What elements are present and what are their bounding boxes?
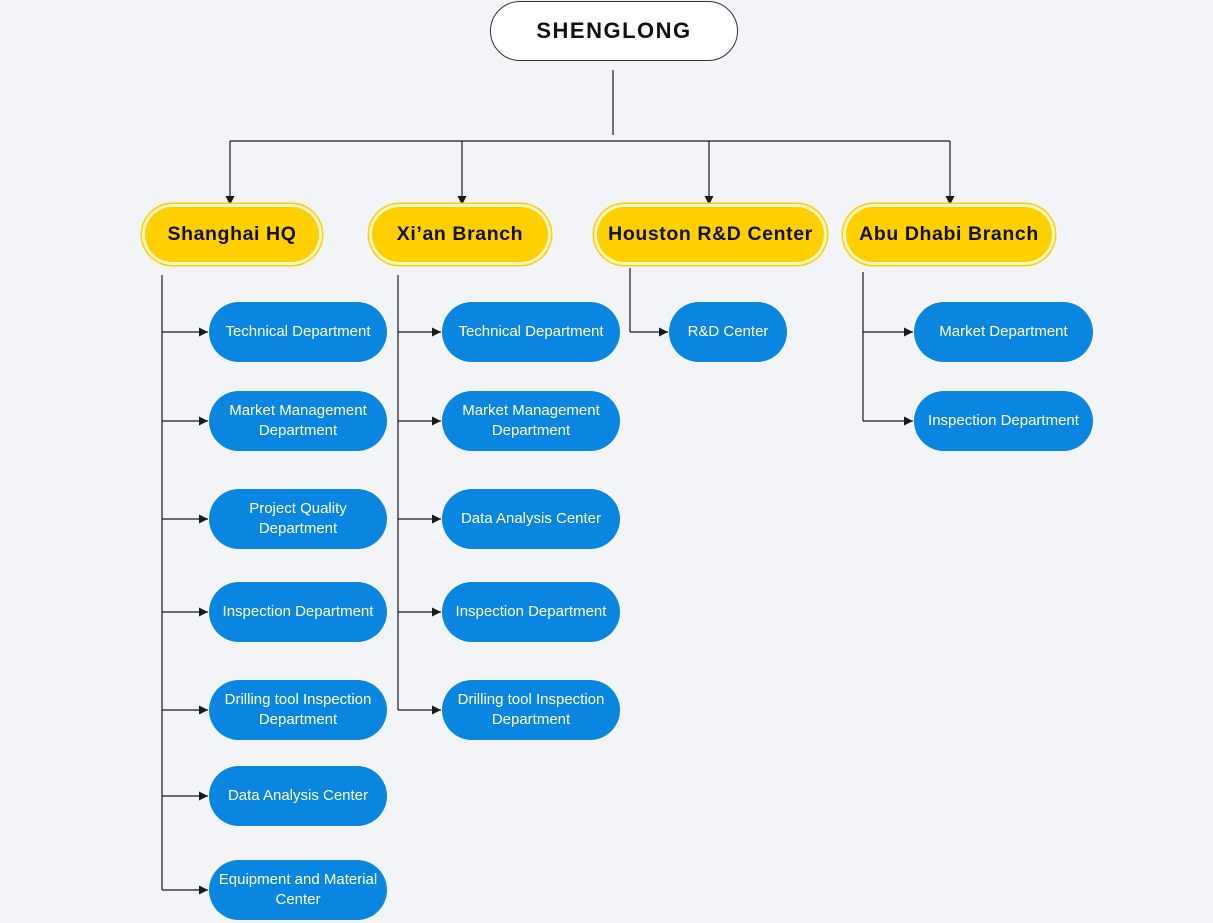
branch-label: Abu Dhabi Branch xyxy=(859,223,1039,245)
department-label: Drilling tool Inspection Department xyxy=(224,691,372,728)
branch-node: Abu Dhabi Branch xyxy=(846,207,1052,262)
department-node: Inspection Department xyxy=(442,582,620,642)
department-label: Market Management Department xyxy=(229,402,367,439)
branch-label: Xi’an Branch xyxy=(396,223,524,245)
department-node: Data Analysis Center xyxy=(442,489,620,549)
department-node: Market Management Department xyxy=(209,391,387,451)
department-node: Market Department xyxy=(914,302,1093,362)
department-label: Technical Department xyxy=(225,323,371,340)
root-label: SHENGLONG xyxy=(536,18,692,43)
department-label: Drilling tool Inspection Department xyxy=(457,691,605,728)
department-node: Project Quality Department xyxy=(209,489,387,549)
department-label: Inspection Department xyxy=(455,603,607,620)
branch-node: Xi’an Branch xyxy=(372,207,548,262)
department-label: Market Management Department xyxy=(462,402,600,439)
department-node: Equipment and Material Center xyxy=(209,860,387,920)
branch-node: Shanghai HQ xyxy=(145,207,319,262)
department-label: Project Quality Department xyxy=(249,500,347,537)
department-label: Data Analysis Center xyxy=(460,510,602,527)
department-label: Inspection Department xyxy=(928,412,1079,429)
department-label: Inspection Department xyxy=(222,603,374,620)
department-node: Technical Department xyxy=(209,302,387,362)
department-label: Market Department xyxy=(939,323,1068,340)
department-node: Inspection Department xyxy=(914,391,1093,451)
department-node: Market Management Department xyxy=(442,391,620,451)
department-node: Inspection Department xyxy=(209,582,387,642)
root-node: SHENGLONG xyxy=(490,1,738,61)
department-label: R&D Center xyxy=(687,323,769,340)
department-node: Drilling tool Inspection Department xyxy=(442,680,620,740)
department-label: Data Analysis Center xyxy=(227,787,369,804)
department-node: Technical Department xyxy=(442,302,620,362)
department-label: Technical Department xyxy=(458,323,604,340)
branch-label: Houston R&D Center xyxy=(608,223,813,245)
branch-label: Shanghai HQ xyxy=(167,223,297,245)
department-node: R&D Center xyxy=(669,302,787,362)
department-node: Data Analysis Center xyxy=(209,766,387,826)
branch-node: Houston R&D Center xyxy=(597,207,824,262)
department-node: Drilling tool Inspection Department xyxy=(209,680,387,740)
department-label: Equipment and Material Center xyxy=(218,871,378,908)
